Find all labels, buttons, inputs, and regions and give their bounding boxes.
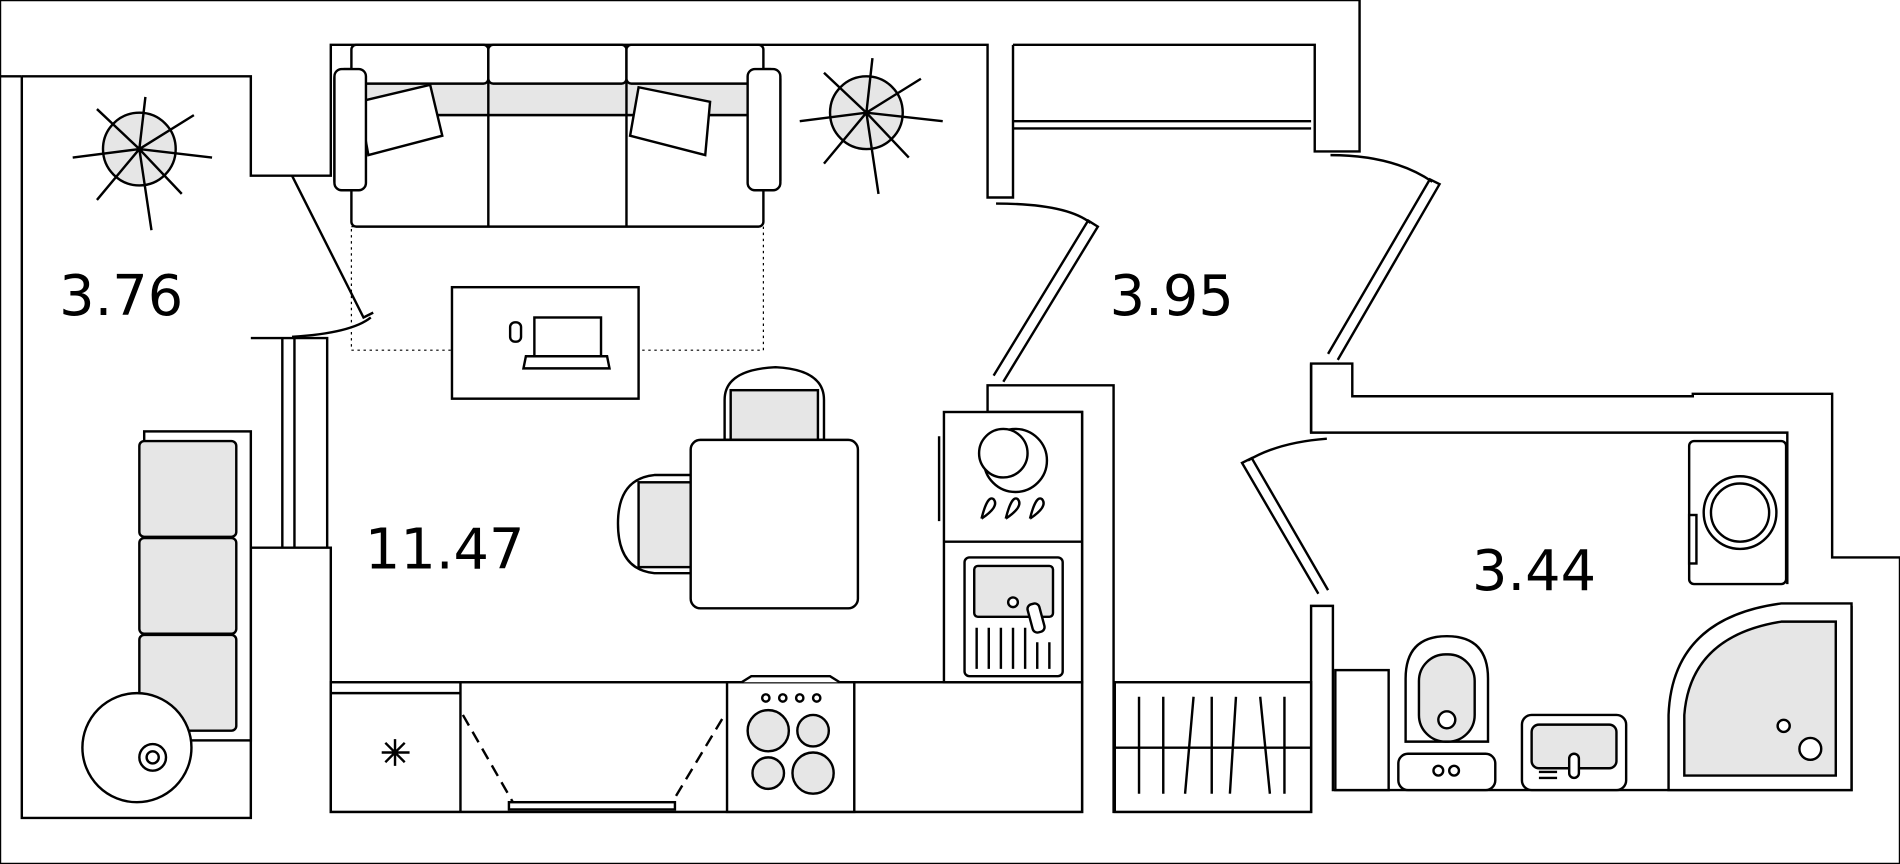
sofa (333, 43, 782, 228)
doors (290, 153, 1442, 595)
wardrobe (1113, 681, 1313, 814)
dining-set (616, 365, 860, 610)
room-area-hallway: 3.95 (1110, 264, 1234, 329)
plant-left (72, 96, 213, 231)
room-area-living-kitchen: 11.47 (365, 517, 525, 582)
balcony-furniture (81, 430, 253, 804)
room-area-bathroom: 3.44 (1472, 539, 1596, 604)
kitchen (329, 410, 1084, 814)
plant-right (799, 58, 943, 195)
tv-unit (450, 285, 640, 400)
bathroom-fixtures (1334, 439, 1853, 792)
room-area-balcony: 3.76 (59, 264, 183, 329)
